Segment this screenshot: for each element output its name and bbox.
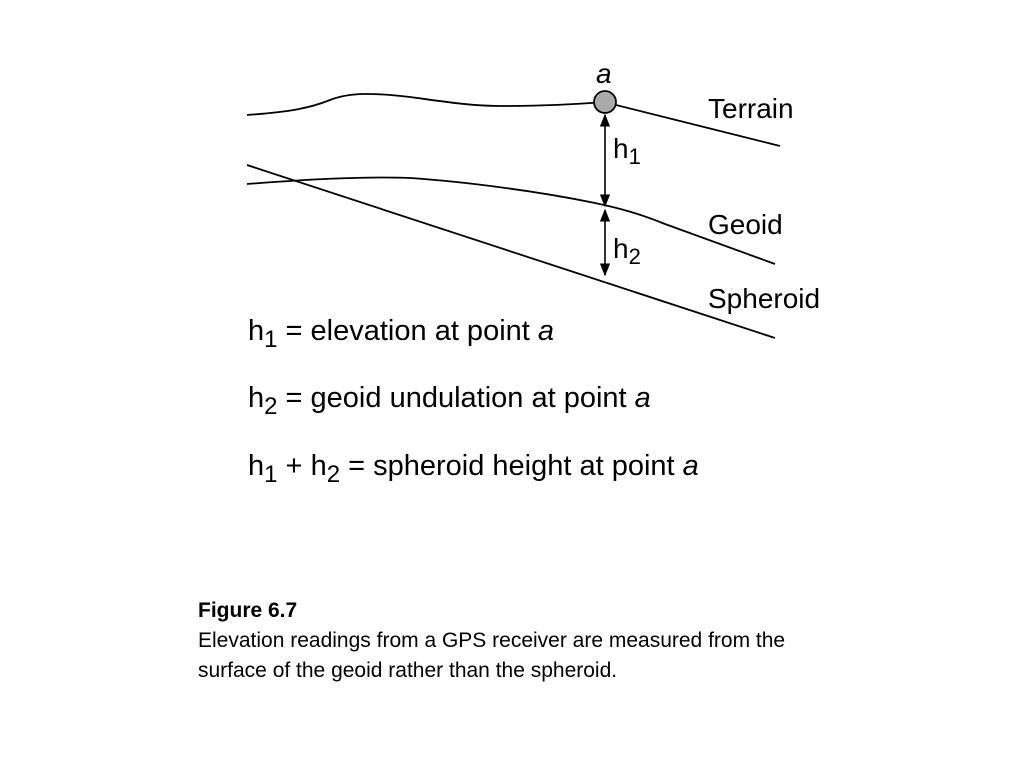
- figure-title: Figure 6.7: [198, 599, 298, 622]
- figure-caption: Figure 6.7 Elevation readings from a GPS…: [198, 596, 898, 686]
- equation-h1: h1 = elevation at point a: [248, 315, 555, 353]
- geoid-line: [246, 176, 776, 265]
- spheroid-label: Spheroid: [708, 283, 820, 314]
- equation-h2: h2 = geoid undulation at point a: [248, 382, 651, 420]
- figure-description: Elevation readings from a GPS receiver a…: [198, 629, 786, 682]
- terrain-label: Terrain: [708, 93, 794, 124]
- point-a-marker: [593, 90, 617, 114]
- equation-sum: h1 + h2 = spheroid height at point a: [248, 450, 699, 488]
- terrain-line: [246, 93, 781, 147]
- h1-label: h1: [613, 133, 641, 169]
- h2-label: h2: [613, 233, 641, 269]
- point-a-label: a: [596, 58, 612, 89]
- elevation-diagram: a h1 h2 Terrain Geoid Spheroid: [246, 58, 820, 339]
- spheroid-line: [246, 164, 776, 339]
- geoid-label: Geoid: [708, 209, 783, 240]
